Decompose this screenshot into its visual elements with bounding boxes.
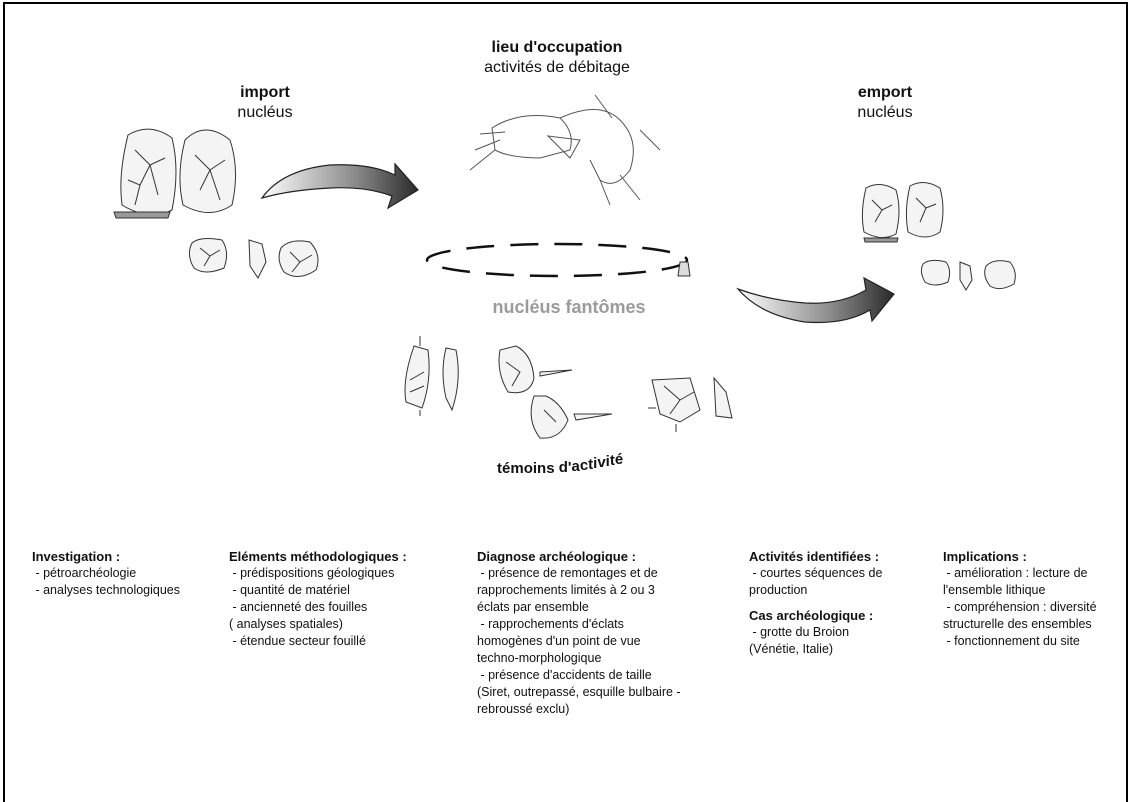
import-title: import [240,84,290,101]
column-item: (Siret, outrepassé, esquille bulbaire - [477,685,681,699]
witness-letter: c [579,457,589,474]
small-core-icon [677,261,691,277]
witness-letter: té [497,460,511,477]
column-item: - courtes séquences de [749,566,883,580]
diagnosis-column: Diagnose archéologique : - présence de r… [477,548,727,718]
column-item: - analyses technologiques [32,583,181,597]
ghost-cores-ring [425,242,689,278]
figure-frame [3,2,1128,802]
column-item: rapprochements limités à 2 ou 3 [477,583,655,597]
column-item: - prédispositions géologiques [229,566,395,580]
column-item: - ancienneté des fouilles [229,600,368,614]
column-item: (Vénétie, Italie) [749,642,834,656]
investigation-column: Investigation : - pétroarchéologie - ana… [32,548,207,599]
column-item: techno-morphologique [477,651,602,665]
column-item: - quantité de matériel [229,583,350,597]
activities-column: Activités identifiées : - courtes séquen… [749,548,929,658]
witness-letter: a [571,458,580,475]
witness-letter: v [597,454,606,471]
witness-letter: ' [567,459,572,476]
diagnosis-heading: Diagnose archéologique : [477,549,636,564]
witness-letter: n [537,460,547,477]
column-item: - fonctionnement du site [943,634,1080,648]
implications-column: Implications : - amélioration : lecture … [943,548,1128,650]
witness-letter: d [558,459,568,476]
column-item: - compréhension : diversité [943,600,1097,614]
column-item: l'ensemble lithique [943,583,1046,597]
methodology-column: Eléments méthodologiques : - prédisposit… [229,548,454,650]
column-item: - présence d'accidents de taille [477,668,652,682]
column-item: - étendue secteur fouillé [229,634,366,648]
export-arrow [736,276,895,324]
column-item: - grotte du Broion [749,625,850,639]
import-subtitle: nucléus [237,104,293,121]
archaeological-case-heading: Cas archéologique : [749,608,874,623]
investigation-heading: Investigation : [32,549,121,564]
column-item: éclats par ensemble [477,600,589,614]
witness-letter: o [523,460,533,477]
column-item: - présence de remontages et de [477,566,658,580]
diagram-artwork [113,94,1016,439]
occupation-site-label: lieu d'occupation activités de débitage [472,38,642,78]
methodology-heading: Eléments méthodologiques : [229,549,407,564]
column-item: - rapprochements d'éclats [477,617,624,631]
activity-witnesses-label: témoins d'activité [497,451,623,477]
export-title: emport [857,84,913,101]
hands-knapping-drawing [469,94,661,206]
implications-heading: Implications : [943,549,1027,564]
witness-letter: s [546,460,555,477]
export-cores-drawing [861,182,1016,291]
witness-letter: t [588,456,594,473]
witness-letter: i [605,453,610,470]
import-cores-drawing [113,128,319,279]
ghost-cores-label: nucléus fantômes [492,297,646,317]
column-item: structurelle des ensembles [943,617,1092,631]
witness-letter: t [609,452,615,469]
occupation-site-title: lieu d'occupation [491,39,623,56]
export-subtitle: nucléus [857,104,913,121]
import-arrow [260,162,419,210]
activity-witness-artefacts-drawing [404,336,733,439]
column-item: ( analyses spatiales) [229,617,343,631]
occupation-site-subtitle: activités de débitage [484,59,630,76]
column-item: - amélioration : lecture de [943,566,1088,580]
column-item: homogènes d'un point de vue [477,634,641,648]
witness-letter: m [510,460,524,477]
witness-letter: i [593,455,598,472]
column-item: rebroussé exclu) [477,702,570,716]
witness-letter: é [614,451,624,468]
activities-heading: Activités identifiées : [749,549,880,564]
import-label: import nucléus [215,83,315,123]
column-item: production [749,583,808,597]
witness-letter: i [532,460,538,477]
export-label: emport nucléus [835,83,935,123]
column-item: - pétroarchéologie [32,566,137,580]
